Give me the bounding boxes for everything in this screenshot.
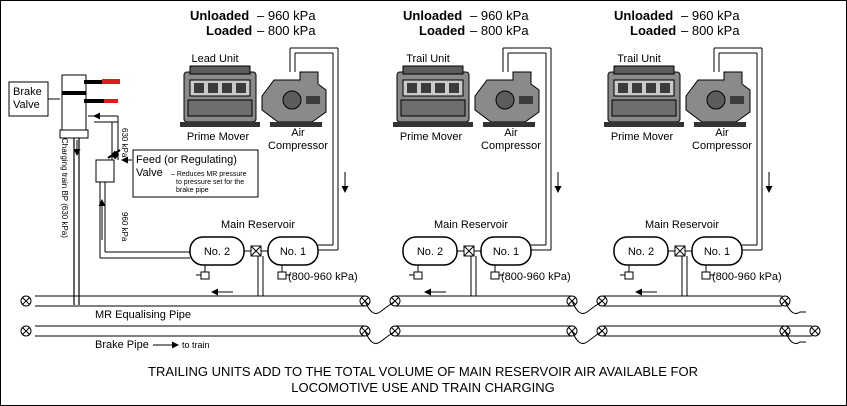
main-reservoir-label: Main Reservoir <box>645 219 719 231</box>
svg-text:to pressure set for the: to pressure set for the <box>176 179 244 186</box>
unit-label: Trail Unit <box>406 53 450 65</box>
svg-text:Valve: Valve <box>136 167 163 179</box>
svg-text:Brake: Brake <box>13 86 42 98</box>
loaded-label: Loaded <box>419 23 465 38</box>
brake-handle-red <box>102 79 120 84</box>
unloaded-label: Unloaded <box>403 8 462 23</box>
reservoir-check-valve-icon <box>463 245 475 257</box>
feed-valve-callout <box>132 149 259 198</box>
svg-text:No. 1: No. 1 <box>704 246 730 258</box>
compressor-label-1: Air <box>291 127 305 139</box>
pressure-range-label: (800-960 kPa) <box>288 271 358 283</box>
svg-text:to train: to train <box>182 340 210 350</box>
svg-text:No. 1: No. 1 <box>280 246 306 258</box>
unloaded-value: – 960 kPa <box>257 8 316 23</box>
svg-text:– Reduces MR pressure: – Reduces MR pressure <box>171 171 247 178</box>
unit-lead: Unloaded – 960 kPa Loaded – 800 kPa Lead… <box>180 8 358 296</box>
reservoir-check-valve-icon <box>674 245 686 257</box>
svg-text:No. 2: No. 2 <box>417 246 443 258</box>
compressor-label-2: Compressor <box>692 140 752 152</box>
air-compressor-icon <box>685 71 751 127</box>
unloaded-label: Unloaded <box>614 8 673 23</box>
unit-label: Lead Unit <box>191 53 238 65</box>
prime-mover-engine-icon <box>604 65 684 127</box>
pressure-range-label: (800-960 kPa) <box>712 271 782 283</box>
prime-mover-label: Prime Mover <box>400 131 463 143</box>
brake-pipe <box>35 325 812 337</box>
prime-mover-engine-icon <box>180 65 260 127</box>
svg-text:No. 1: No. 1 <box>493 246 519 258</box>
svg-text:630 kPa: 630 kPa <box>120 128 129 158</box>
unloaded-label: Unloaded <box>190 8 249 23</box>
svg-text:No. 2: No. 2 <box>628 246 654 258</box>
svg-text:No. 2: No. 2 <box>204 246 230 258</box>
mr-equalising-label: MR Equalising Pipe <box>95 309 191 321</box>
loaded-label: Loaded <box>630 23 676 38</box>
loaded-value: – 800 kPa <box>257 23 316 38</box>
unloaded-value: – 960 kPa <box>681 8 740 23</box>
loaded-value: – 800 kPa <box>470 23 529 38</box>
brake-pipe-label: Brake Pipe <box>95 339 149 351</box>
pressure-range-label: (800-960 kPa) <box>501 271 571 283</box>
prime-mover-label: Prime Mover <box>187 131 250 143</box>
svg-text:brake pipe: brake pipe <box>176 187 209 194</box>
main-reservoir-label: Main Reservoir <box>434 219 508 231</box>
unloaded-value: – 960 kPa <box>470 8 529 23</box>
main-reservoir-label: Main Reservoir <box>221 219 295 231</box>
prime-mover-label: Prime Mover <box>611 131 674 143</box>
air-compressor-icon <box>474 71 540 127</box>
caption-line2: LOCOMOTIVE USE AND TRAIN CHARGING <box>291 380 554 395</box>
brake-valve: Brake Valve <box>8 74 120 139</box>
caption-line1: TRAILING UNITS ADD TO THE TOTAL VOLUME O… <box>148 364 698 379</box>
prime-mover-engine-icon <box>393 65 473 127</box>
unit-label: Trail Unit <box>617 53 661 65</box>
compressor-label-2: Compressor <box>481 140 541 152</box>
loaded-value: – 800 kPa <box>681 23 740 38</box>
mr-equalising-pipe <box>35 295 782 307</box>
unit-trail-2: Unloaded – 960 kPa Loaded – 800 kPa Trai… <box>604 8 782 296</box>
compressor-label-1: Air <box>504 127 518 139</box>
hose-couplings <box>364 300 806 345</box>
unit-trail-1: Unloaded – 960 kPa Loaded – 800 kPa Trai… <box>393 8 571 296</box>
charging-label: Charging train BP (630 kPa) <box>60 138 69 238</box>
compressor-label-1: Air <box>715 127 729 139</box>
reservoir-check-valve-icon <box>250 245 262 257</box>
loaded-label: Loaded <box>206 23 252 38</box>
svg-text:960 kPa: 960 kPa <box>120 212 129 242</box>
air-compressor-icon <box>261 71 327 127</box>
svg-text:Valve: Valve <box>13 99 40 111</box>
svg-text:Feed (or Regulating): Feed (or Regulating) <box>136 154 237 166</box>
compressor-label-2: Compressor <box>268 140 328 152</box>
